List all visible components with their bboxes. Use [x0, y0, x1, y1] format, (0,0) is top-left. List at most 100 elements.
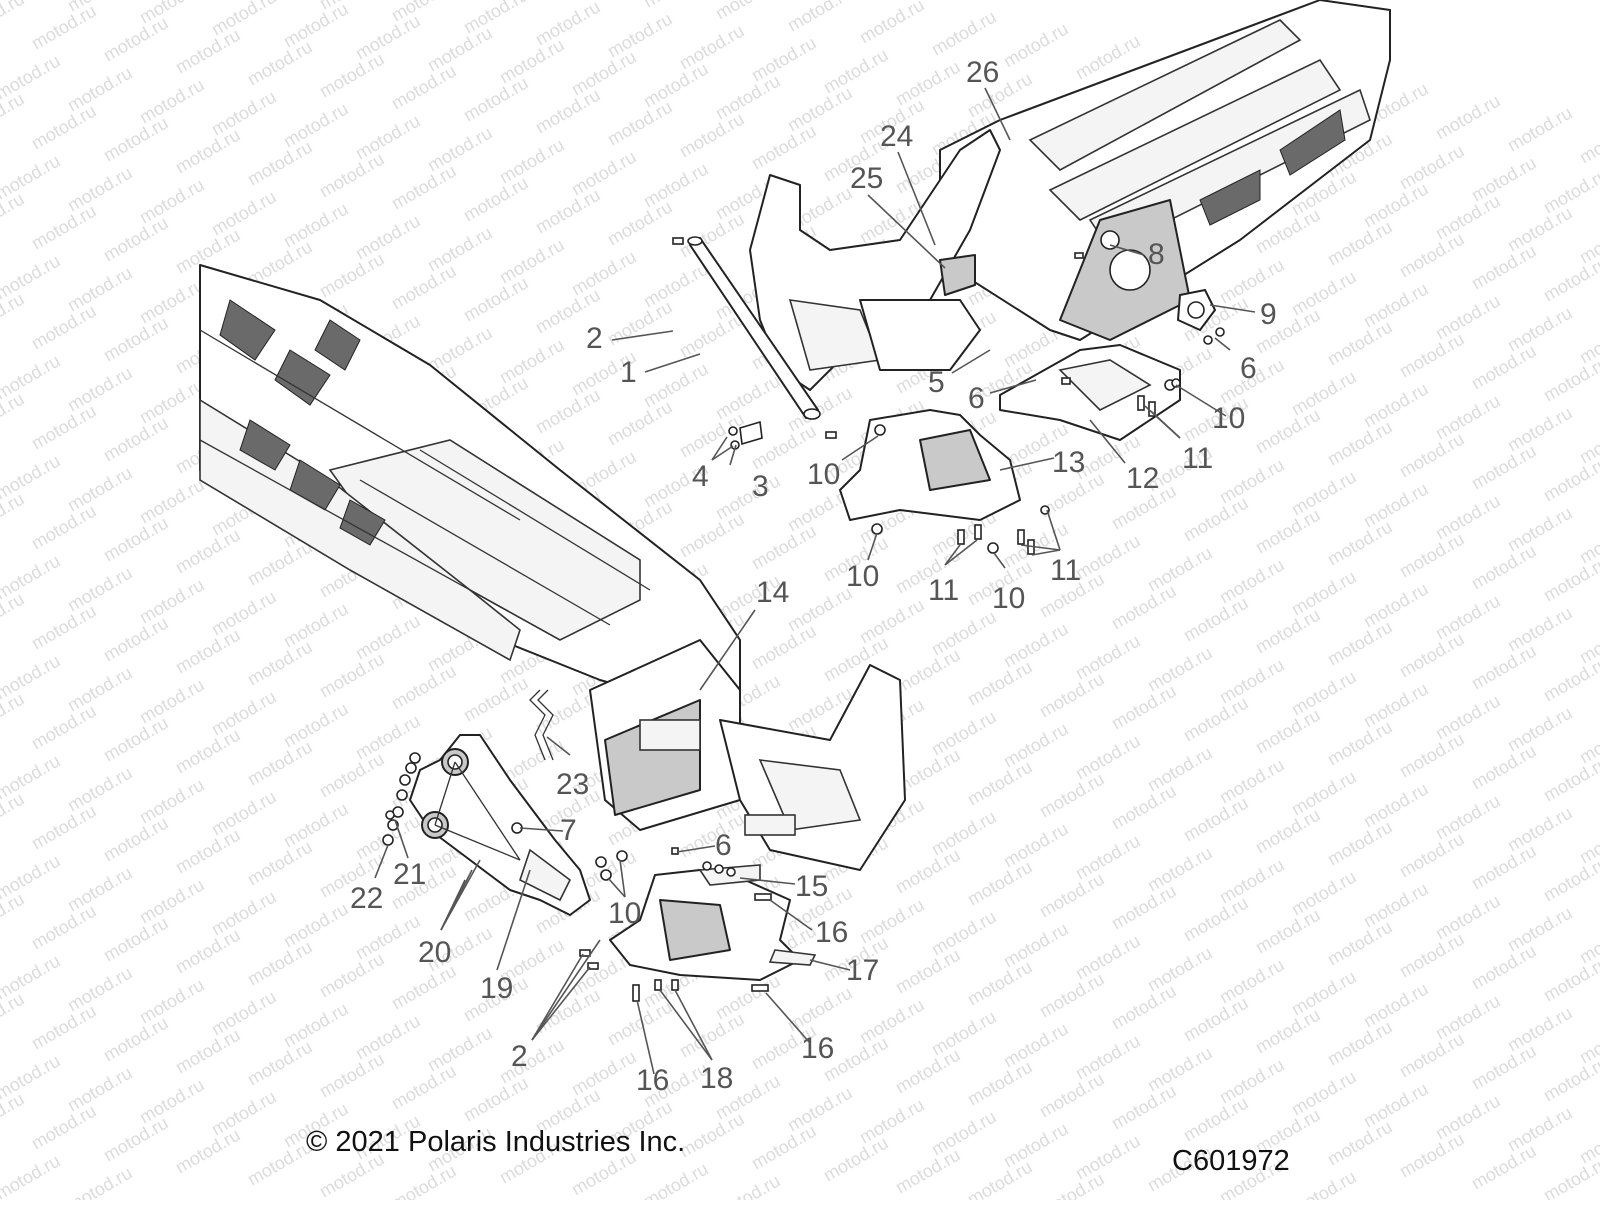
watermark-text: motod.ru — [1396, 141, 1468, 194]
watermark-text: motod.ru — [964, 1057, 1036, 1110]
watermark-text: motod.ru — [424, 223, 496, 276]
watermark-text: motod.ru — [1468, 941, 1540, 994]
watermark-text: motod.ru — [1540, 1053, 1600, 1106]
watermark-text: motod.ru — [100, 213, 172, 266]
callout-10: 10 — [807, 458, 840, 491]
watermark-text: motod.ru — [604, 97, 676, 150]
watermark-text: motod.ru — [460, 73, 532, 126]
watermark-text: motod.ru — [0, 489, 28, 542]
watermark-text: motod.ru — [964, 657, 1036, 710]
fasteners — [672, 237, 837, 450]
watermark-text: motod.ru — [1036, 969, 1108, 1022]
watermark-text: motod.ru — [100, 613, 172, 666]
watermark-text: motod.ru — [1180, 1093, 1252, 1146]
watermark-text: motod.ru — [352, 111, 424, 164]
watermark-text: motod.ru — [1144, 643, 1216, 696]
watermark-text: motod.ru — [676, 21, 748, 74]
watermark-text: motod.ru — [784, 983, 856, 1036]
watermark-text: motod.ru — [1360, 579, 1432, 632]
watermark-text: motod.ru — [1540, 1153, 1600, 1200]
watermark-text: motod.ru — [640, 1159, 712, 1200]
watermark-text: motod.ru — [244, 137, 316, 190]
callout-4: 4 — [692, 460, 709, 493]
watermark-text: motod.ru — [1324, 817, 1396, 870]
watermark-text: motod.ru — [1252, 705, 1324, 758]
watermark-text: motod.ru — [568, 147, 640, 200]
watermark-text: motod.ru — [352, 911, 424, 964]
watermark-text: motod.ru — [316, 249, 388, 302]
watermark-text: motod.ru — [1432, 891, 1504, 944]
watermark-text: motod.ru — [1468, 241, 1540, 294]
watermark-text: motod.ru — [1216, 655, 1288, 708]
watermark-text: motod.ru — [0, 989, 28, 1042]
watermark-text: motod.ru — [1540, 453, 1600, 506]
watermark-text: motod.ru — [244, 1137, 316, 1190]
watermark-text: motod.ru — [316, 49, 388, 102]
watermark-text: motod.ru — [172, 525, 244, 578]
watermark-text: motod.ru — [1288, 467, 1360, 520]
watermark-text: motod.ru — [136, 975, 208, 1028]
watermark-text: motod.ru — [64, 363, 136, 416]
watermark-text: motod.ru — [388, 261, 460, 314]
watermark-text: motod.ru — [1324, 717, 1396, 770]
watermark-text: motod.ru — [676, 1109, 748, 1162]
watermark-text: motod.ru — [1360, 279, 1432, 332]
watermark-text: motod.ru — [64, 863, 136, 916]
watermark-text: motod.ru — [640, 0, 712, 11]
callout-10: 10 — [846, 560, 879, 593]
watermark-text: motod.ru — [244, 1037, 316, 1090]
watermark-text: motod.ru — [748, 121, 820, 174]
callout-2: 2 — [511, 1040, 528, 1073]
watermark-text: motod.ru — [496, 35, 568, 88]
watermark-text: motod.ru — [1468, 153, 1540, 206]
watermark-text: motod.ru — [1540, 653, 1600, 706]
watermark-text: motod.ru — [28, 1, 100, 54]
rear-chassis-assembly — [749, 0, 1391, 391]
watermark-text: motod.ru — [568, 1047, 640, 1100]
watermark-text: motod.ru — [316, 149, 388, 202]
watermark-text: motod.ru — [1396, 929, 1468, 982]
watermark-text: motod.ru — [1144, 943, 1216, 996]
watermark-text: motod.ru — [0, 389, 28, 442]
callout-23: 23 — [556, 768, 589, 801]
watermark-text: motod.ru — [1108, 1081, 1180, 1134]
callout-16: 16 — [636, 1064, 669, 1097]
watermark-text: motod.ru — [316, 749, 388, 802]
watermark-text: motod.ru — [1432, 591, 1504, 644]
watermark-text: motod.ru — [1504, 603, 1576, 656]
callout-1: 1 — [620, 356, 637, 389]
callout-11: 11 — [1182, 442, 1213, 475]
watermark-text: motod.ru — [1468, 1041, 1540, 1094]
watermark-text: motod.ru — [208, 987, 280, 1040]
watermark-text: motod.ru — [856, 895, 928, 948]
watermark-text: motod.ru — [1468, 841, 1540, 894]
watermark-text: motod.ru — [64, 563, 136, 616]
watermark-text: motod.ru — [28, 401, 100, 454]
callout-8: 8 — [1148, 238, 1165, 271]
watermark-text: motod.ru — [532, 385, 604, 438]
watermark-text: motod.ru — [136, 275, 208, 328]
watermark-text: motod.ru — [1036, 769, 1108, 822]
watermark-text: motod.ru — [1504, 803, 1576, 856]
watermark-text: motod.ru — [0, 1089, 28, 1142]
watermark-text: motod.ru — [100, 13, 172, 66]
callout-20: 20 — [418, 936, 451, 969]
watermark-text: motod.ru — [1180, 793, 1252, 846]
callout-6: 6 — [715, 829, 732, 862]
watermark-text: motod.ru — [1000, 819, 1072, 872]
watermark-text: motod.ru — [100, 913, 172, 966]
watermark-text: motod.ru — [28, 601, 100, 654]
watermark-text: motod.ru — [1360, 979, 1432, 1032]
watermark-text: motod.ru — [1036, 669, 1108, 722]
watermark-text: motod.ru — [748, 521, 820, 574]
watermark-text: motod.ru — [1504, 903, 1576, 956]
watermark-text: motod.ru — [1288, 567, 1360, 620]
callout-24: 24 — [880, 120, 913, 153]
watermark-text: motod.ru — [892, 1145, 964, 1198]
watermark-text: motod.ru — [1180, 993, 1252, 1046]
watermark-text: motod.ru — [532, 85, 604, 138]
watermark-text: motod.ru — [676, 1009, 748, 1062]
watermark-text: motod.ru — [64, 463, 136, 516]
watermark-text: motod.ru — [280, 599, 352, 652]
